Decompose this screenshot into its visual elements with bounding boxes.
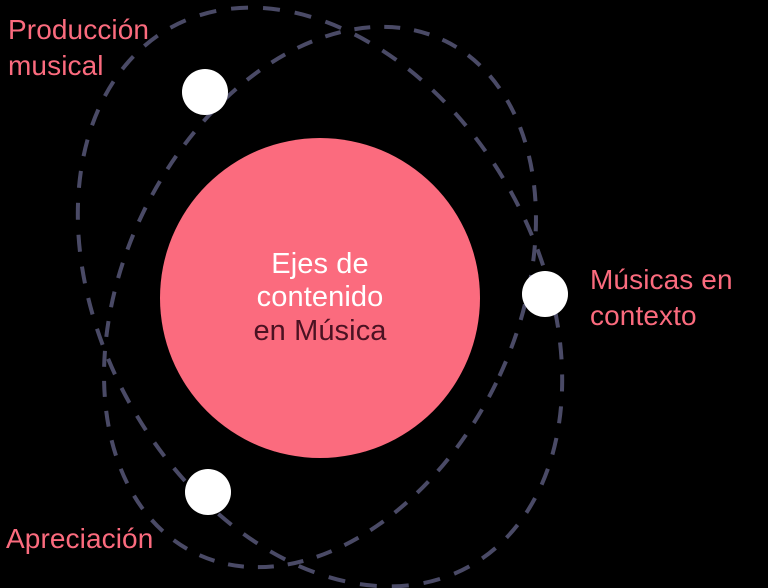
hub-label-line-1: Ejes de: [271, 247, 369, 280]
hub-label-line-3: en Música: [253, 314, 387, 347]
node-musicas-en-contexto[interactable]: [522, 271, 568, 317]
node-label-apreciacion: Apreciación: [6, 521, 246, 557]
central-hub: Ejes de contenido en Música: [160, 138, 480, 458]
hub-label-line-2: contenido: [256, 281, 384, 314]
node-produccion-musical[interactable]: [182, 69, 228, 115]
orbit-path-outer: [75, 5, 565, 588]
node-label-apreciacion-line-1: Apreciación: [6, 523, 154, 554]
node-label-musicas-line-1: Músicas en: [590, 264, 733, 295]
node-label-musicas-line-2: contexto: [590, 299, 697, 331]
node-label-produccion-musical: Producción musical: [8, 12, 218, 84]
node-apreciacion[interactable]: [185, 469, 231, 515]
node-label-musicas-en-contexto: Músicas en contexto: [590, 262, 765, 334]
node-label-produccion-line-2: musical: [8, 49, 104, 81]
node-label-produccion-line-1: Producción: [8, 14, 150, 45]
orbit-path-inner: [102, 24, 538, 570]
